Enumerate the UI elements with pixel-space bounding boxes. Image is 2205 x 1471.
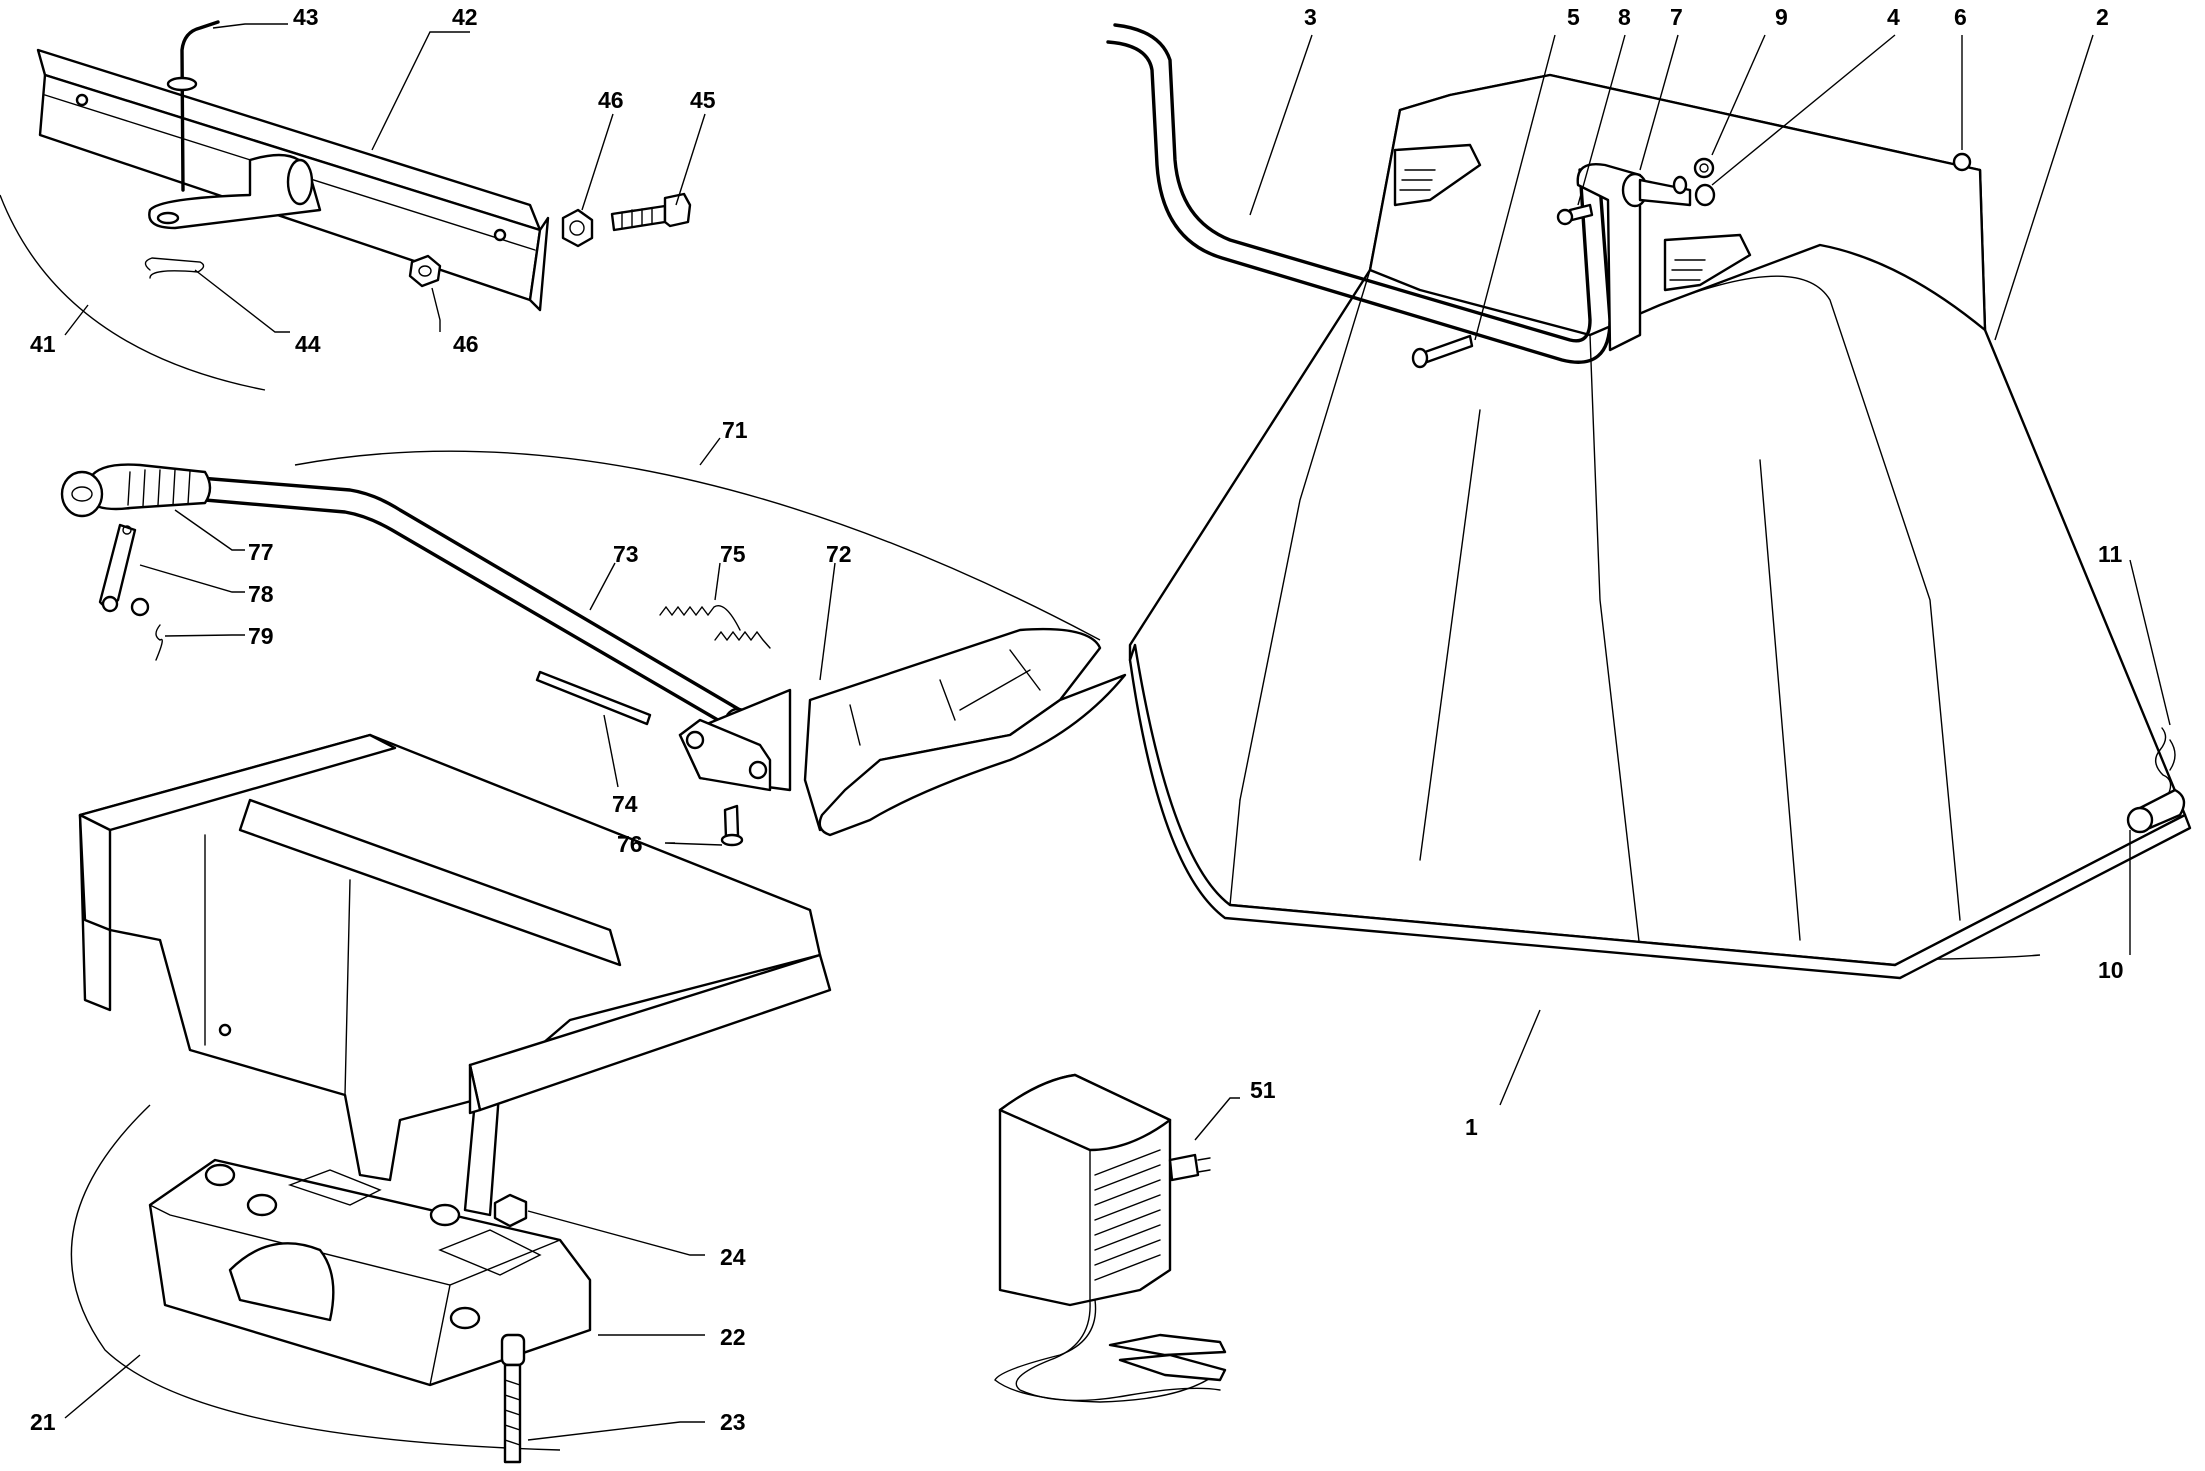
callout-10: 10: [2098, 957, 2124, 983]
hopper-assembly: [1106, 23, 2192, 980]
callout-43: 43: [293, 4, 319, 30]
callout-21: 21: [30, 1409, 56, 1435]
callout-1: 1: [1465, 1114, 1478, 1140]
callout-8: 8: [1618, 4, 1631, 30]
callout-2: 2: [2096, 4, 2109, 30]
callout-46-top: 46: [598, 87, 624, 113]
callout-75: 75: [720, 541, 746, 567]
callout-79: 79: [248, 623, 274, 649]
callout-4: 4: [1887, 4, 1900, 30]
callout-46-bottom: 46: [453, 331, 479, 357]
callout-76: 76: [617, 831, 643, 857]
callout-9: 9: [1775, 4, 1788, 30]
callout-71: 71: [722, 417, 748, 443]
battery-charger: [994, 1073, 1227, 1403]
callout-24: 24: [720, 1244, 746, 1270]
callout-7: 7: [1670, 4, 1683, 30]
callout-3: 3: [1304, 4, 1317, 30]
callout-51: 51: [1250, 1077, 1276, 1103]
tow-bar-assembly: [0, 20, 692, 391]
callout-77: 77: [248, 539, 274, 565]
callout-44: 44: [295, 331, 321, 357]
callout-41: 41: [30, 331, 56, 357]
callout-5: 5: [1567, 4, 1580, 30]
callout-23: 23: [720, 1409, 746, 1435]
leader-lines: [64, 23, 2171, 1441]
callout-73: 73: [613, 541, 639, 567]
callout-74: 74: [612, 791, 638, 817]
callout-45: 45: [690, 87, 716, 113]
lever-assembly: [60, 450, 1127, 847]
callout-22: 22: [720, 1324, 746, 1350]
callout-42: 42: [452, 4, 478, 30]
callout-11: 11: [2098, 541, 2123, 567]
callout-72: 72: [826, 541, 852, 567]
callout-6: 6: [1954, 4, 1967, 30]
frame-weight-assembly: [70, 733, 832, 1464]
callout-78: 78: [248, 581, 274, 607]
callout-labels: 43 42 46 45 41 44 46 71 73 75 72 77 78 7…: [30, 4, 2124, 1435]
